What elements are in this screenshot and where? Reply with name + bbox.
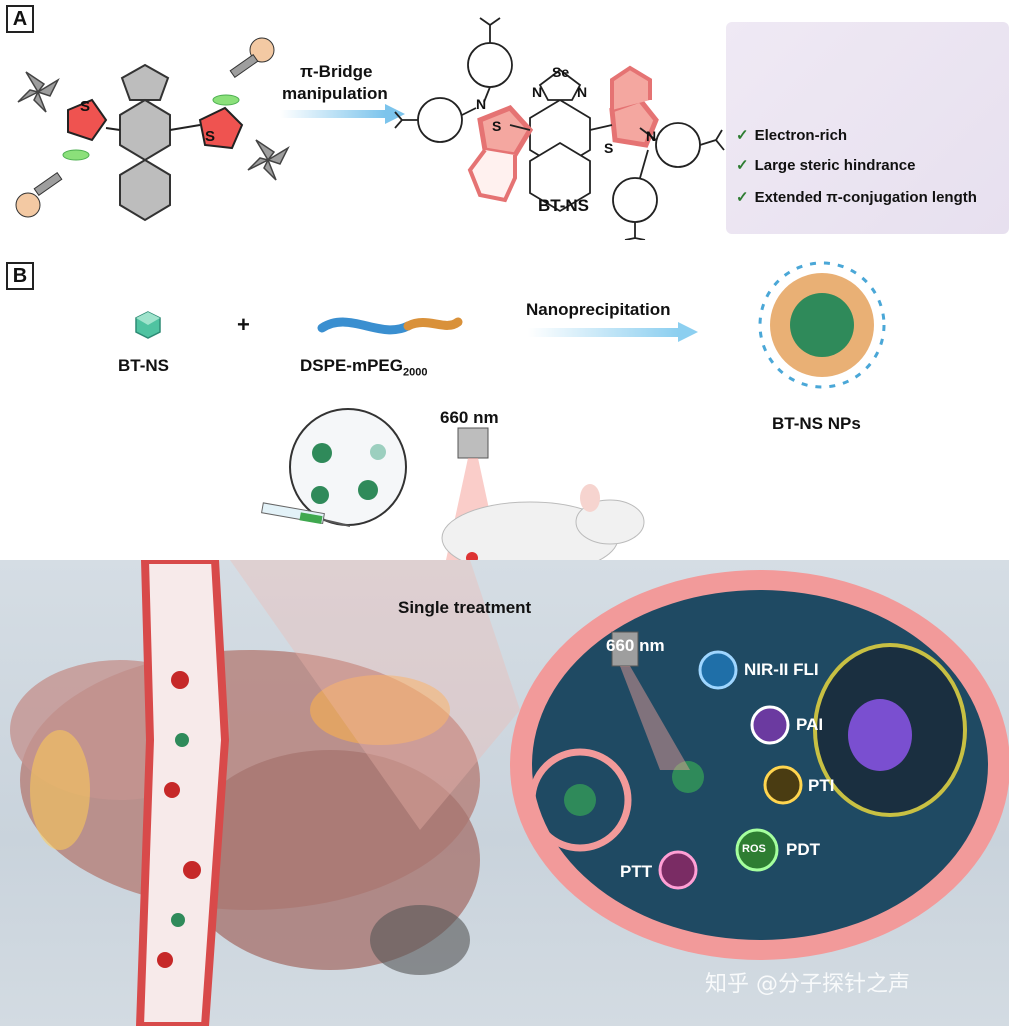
ros-icon-label: ROS: [742, 843, 766, 855]
nanoprecipitation-arrow: [528, 322, 698, 342]
core-acene-left: [119, 63, 171, 222]
modality-pti-label: PTI: [808, 776, 835, 795]
watermark-text: 知乎 @分子探针之声: [705, 972, 910, 997]
atom-n-1: N: [532, 84, 543, 100]
nanoparticle-icon: [758, 261, 886, 389]
feature-box: ✓Electron-rich ✓Large steric hindrance ✓…: [726, 22, 1009, 234]
modality-ptt-label: PTT: [620, 862, 653, 881]
bt-ns-molecule: [394, 17, 725, 240]
feature-item-3: ✓Extended π-conjugation length: [736, 189, 977, 206]
feature-item-2: ✓Large steric hindrance: [736, 157, 916, 174]
scene-graphic: [10, 560, 1009, 1026]
bridge-arrow: [280, 104, 405, 124]
atom-s-btns-right: S: [604, 140, 614, 156]
plus-sign: +: [237, 312, 250, 337]
bt-ns-crystal-icon: [135, 311, 161, 339]
arrow-label-line1: π-Bridge: [300, 62, 373, 81]
process-label: Nanoprecipitation: [526, 300, 671, 319]
cell-graphic: [510, 570, 1009, 960]
laser-label-top: 660 nm: [440, 408, 499, 427]
product-label: BT-NS NPs: [772, 414, 861, 433]
mouse-icon: [441, 484, 645, 560]
check-icon: ✓: [736, 157, 749, 174]
treatment-label: Single treatment: [398, 598, 532, 617]
check-icon: ✓: [736, 127, 749, 144]
thiophene-left: [62, 98, 121, 161]
feature-item-1: ✓Electron-rich: [736, 127, 848, 144]
modality-icons: [658, 650, 803, 890]
arrow-label-line2: manipulation: [282, 84, 388, 103]
panel-label-b: B: [6, 262, 34, 290]
panel-b-prep: [135, 261, 886, 560]
nanoparticle-zoom-circle: [289, 408, 407, 526]
pinwheel-icon-left: [17, 71, 60, 113]
atom-n-left: N: [476, 96, 487, 112]
laser-label-cell: 660 nm: [606, 636, 665, 655]
blood-vessel: [135, 560, 230, 1026]
dspe-mpeg-chain-icon: [317, 317, 463, 335]
atom-s-btns-left: S: [492, 118, 502, 134]
wrench-hand-icon-left: [15, 171, 63, 218]
modality-nir-label: NIR-II FLI: [744, 660, 819, 679]
modality-pdt-label: PDT: [786, 840, 820, 859]
tumor-scene: Single treatment 660 nm NIR-II FLI PAI P…: [0, 560, 1009, 1026]
atom-s-right: S: [205, 128, 216, 145]
wrench-hand-icon-right: [229, 37, 275, 79]
check-icon: ✓: [736, 189, 749, 206]
atom-s-left: S: [80, 98, 91, 115]
atom-n-2: N: [577, 84, 588, 100]
thiophene-right: [169, 94, 244, 150]
component-dspe: DSPE-mPEG2000: [300, 356, 428, 379]
panel-label-a: A: [6, 5, 34, 33]
atom-n-right: N: [646, 128, 657, 144]
syringe-icon: [261, 502, 351, 527]
modality-pai-label: PAI: [796, 715, 824, 734]
pinwheel-icon-right: [247, 139, 290, 181]
atom-se: Se: [552, 64, 570, 80]
molecule-name: BT-NS: [538, 196, 589, 215]
component-bt-ns: BT-NS: [118, 356, 169, 375]
